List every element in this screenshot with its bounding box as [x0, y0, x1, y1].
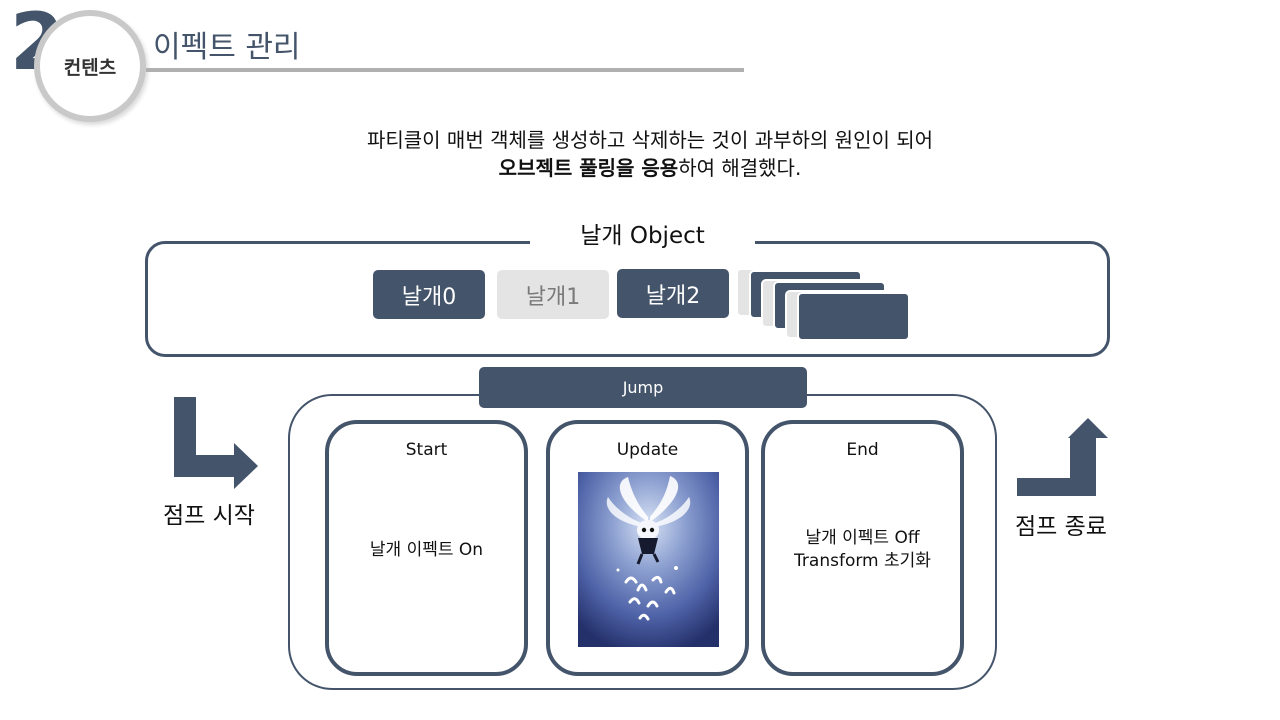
jump-start-label: 점프 시작 [163, 503, 255, 529]
page-title: 이펙트 관리 [153, 30, 301, 65]
wing-object-2: 날개2 [617, 269, 729, 318]
wing-effect-image [578, 472, 719, 647]
phase-update: Update [546, 420, 749, 676]
phase-text: Transform 초기화 [794, 551, 931, 571]
jump-start-arrow-icon [174, 397, 258, 489]
jump-end-arrow-icon [1017, 418, 1108, 496]
phase-start: Start 날개 이펙트 On [325, 420, 528, 676]
wing-object-0: 날개0 [373, 270, 485, 319]
pool-stack-card [797, 292, 910, 341]
description-line-2: 오브젝트 풀링을 응용하여 해결했다. [499, 156, 802, 180]
wing-object-1: 날개1 [497, 270, 609, 319]
phase-name: Update [616, 440, 679, 460]
phase-text: 날개 이펙트 Off [805, 528, 920, 548]
phase-end: End 날개 이펙트 Off Transform 초기화 [761, 420, 964, 676]
description-line-2-rest: 하여 해결했다. [678, 156, 802, 180]
section-label: 컨텐츠 [63, 56, 117, 79]
object-pool-title: 날개 Object [530, 216, 755, 250]
phase-text: 날개 이펙트 On [369, 540, 484, 560]
description: 파티클이 매번 객체를 생성하고 삭제하는 것이 과부하의 원인이 되어 오브젝… [250, 126, 1050, 182]
jump-label: Jump [479, 367, 807, 408]
jump-end-label: 점프 종료 [1015, 514, 1107, 540]
title-divider [146, 68, 744, 72]
description-emphasis: 오브젝트 풀링을 응용 [498, 156, 679, 180]
phase-name: End [846, 440, 879, 460]
phase-name: Start [405, 440, 448, 460]
description-line-1: 파티클이 매번 객체를 생성하고 삭제하는 것이 과부하의 원인이 되어 [366, 128, 934, 152]
section-badge: 컨텐츠 [34, 10, 146, 122]
